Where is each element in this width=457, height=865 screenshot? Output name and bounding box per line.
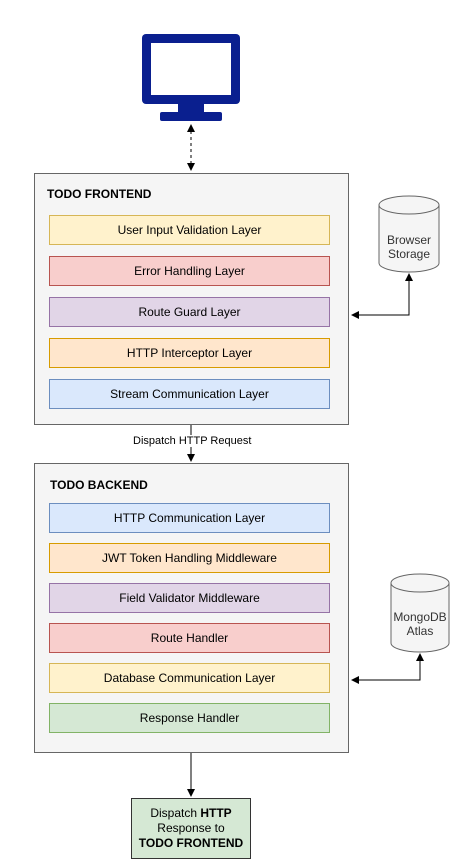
frontend-layer-user-input-validation: User Input Validation Layer	[49, 215, 330, 245]
browser-storage-label: Browser Storage	[379, 233, 439, 261]
browser-storage-line1: Browser	[386, 233, 431, 247]
mongodb-line2: Atlas	[406, 624, 434, 638]
dispatch-response-box: Dispatch HTTP Response to TODO FRONTEND	[131, 798, 251, 859]
mongodb-label: MongoDB Atlas	[391, 610, 449, 638]
dispatch-response-line3: TODO FRONTEND	[139, 836, 243, 851]
frontend-layer-route-guard: Route Guard Layer	[49, 297, 330, 327]
backend-layer-jwt-token-handling: JWT Token Handling Middleware	[49, 543, 330, 573]
dispatch-response-target: TODO FRONTEND	[138, 836, 244, 850]
backend-layer-http-communication: HTTP Communication Layer	[49, 503, 330, 533]
browser-storage-line2: Storage	[387, 247, 431, 261]
mongodb-line1: MongoDB	[393, 610, 447, 624]
backend-title: TODO BACKEND	[50, 478, 148, 492]
mongodb-connector	[351, 653, 424, 684]
frontend-layer-http-interceptor: HTTP Interceptor Layer	[49, 338, 330, 368]
backend-layer-route-handler: Route Handler	[49, 623, 330, 653]
frontend-title: TODO FRONTEND	[47, 187, 152, 201]
backend-layer-field-validator: Field Validator Middleware	[49, 583, 330, 613]
dispatch-response-line1: Dispatch HTTP	[150, 806, 231, 821]
frontend-layer-error-handling: Error Handling Layer	[49, 256, 330, 286]
mongodb-cylinder	[390, 573, 450, 653]
backend-layer-database-communication: Database Communication Layer	[49, 663, 330, 693]
dispatch-request-label: Dispatch HTTP Request	[131, 435, 254, 447]
browser-storage-cylinder	[378, 195, 440, 273]
dispatch-response-http: HTTP	[200, 806, 232, 820]
dispatch-response-prefix: Dispatch	[150, 806, 201, 820]
backend-layer-response-handler: Response Handler	[49, 703, 330, 733]
frontend-layer-stream-communication: Stream Communication Layer	[49, 379, 330, 409]
monitor-icon	[142, 34, 240, 121]
storage-connector	[351, 273, 413, 319]
dispatch-response-line2: Response to	[157, 821, 225, 835]
